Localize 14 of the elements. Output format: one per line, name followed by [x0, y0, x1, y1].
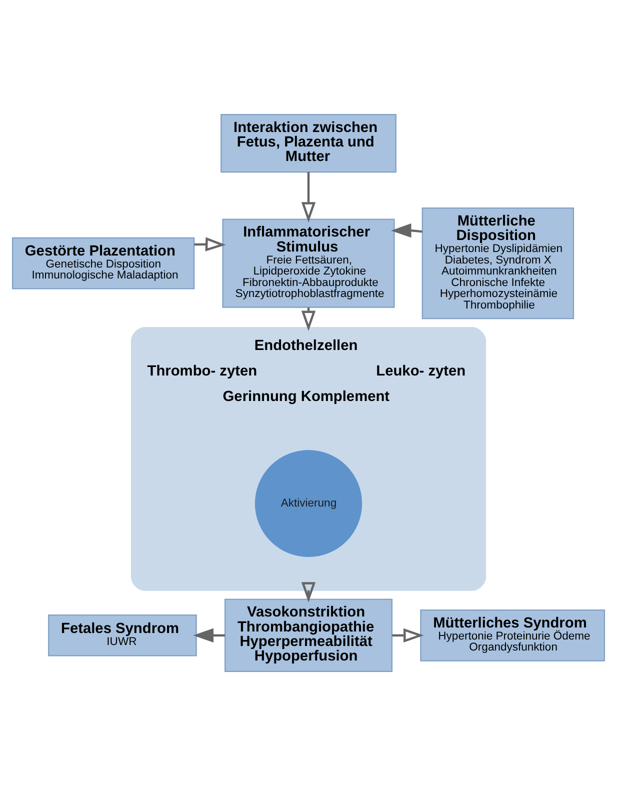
node-box: Vasokonstriktion Thrombangiopathie Hyperpermeabilität Hypoperfusion: [224, 598, 392, 672]
node-box: Mütterliches Syndrom Hypertonie Proteinurie Ödeme Organdysfunktion: [420, 609, 606, 662]
arrow: [194, 237, 226, 252]
arrow: [392, 628, 424, 643]
node-circle: Aktivierung: [254, 450, 362, 558]
arrow: [301, 172, 316, 222]
arrow: [390, 223, 422, 238]
node-box: Inflammatorischer Stimulus Freie Fettsäuren, Lipidperoxide Zytokine Fibronektin-Abbauprodukte Synzytiotrophoblastfragmente: [222, 218, 395, 308]
node-box: Interaktion zwischen Fetus, Plazenta und Mutter: [220, 114, 396, 173]
node-box: Gestörte Plazentation Genetische Disposition Immunologische Maladaption: [12, 237, 195, 290]
arrow: [301, 582, 316, 602]
arrow: [193, 628, 225, 643]
node-box: Mütterliche Disposition Hypertonie Dyslipidämien Diabetes, Syndrom X Autoimmunkrankheiten Chronische Infekte Hyperhomozysteinämie Thrombophilie: [422, 208, 574, 320]
node-box: Fetales Syndrom IUWR: [48, 614, 197, 656]
